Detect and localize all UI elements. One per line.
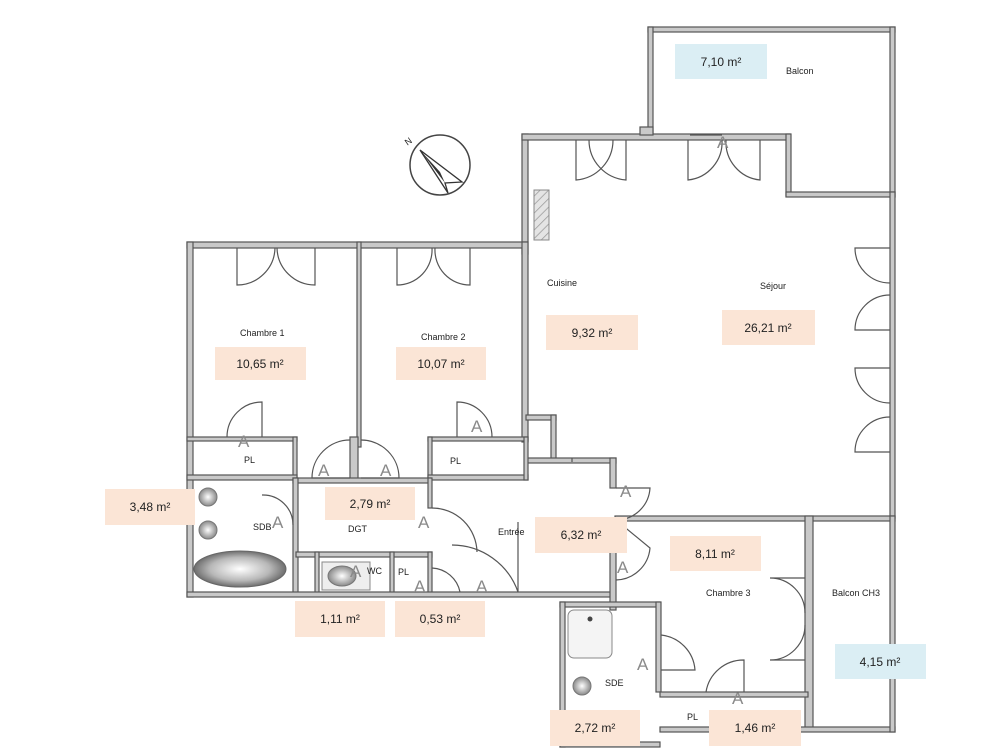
room-label-dgt: DGT [348,524,368,534]
room-labels: Balcon Cuisine Séjour Chambre 1 Chambre … [240,66,880,722]
svg-text:3,48 m²: 3,48 m² [130,500,171,514]
room-label-pl4: PL [687,712,698,722]
room-label-balcon-ch3: Balcon CH3 [832,588,880,598]
svg-text:A: A [732,689,744,708]
svg-text:A: A [272,513,284,532]
area-badge-sde: 2,72 m² [550,710,640,746]
room-label-pl3: PL [398,567,409,577]
svg-text:10,07 m²: 10,07 m² [417,357,464,371]
room-label-cuisine: Cuisine [547,278,577,288]
svg-text:A: A [717,133,729,152]
area-badge-sdb: 3,48 m² [105,489,195,525]
svg-text:8,11 m²: 8,11 m² [695,547,735,561]
kitchen-unit [533,189,550,241]
area-badge-chambre2: 10,07 m² [396,347,486,380]
svg-text:9,32 m²: 9,32 m² [572,326,613,340]
svg-text:A: A [414,577,426,596]
room-label-wc: WC [367,566,382,576]
room-label-chambre3: Chambre 3 [706,588,751,598]
area-badge-cuisine: 9,32 m² [546,315,638,350]
a-markers: A A A A A A A A A A A A A A [238,133,744,708]
area-badge-pl: 0,53 m² [395,601,485,637]
basin-icon [572,676,592,696]
compass-label: N [403,135,414,147]
walls [186,26,896,748]
svg-text:10,65 m²: 10,65 m² [236,357,283,371]
svg-text:26,21 m²: 26,21 m² [744,321,791,335]
area-badge-dgt: 2,79 m² [325,487,415,520]
room-label-pl2: PL [450,456,461,466]
room-label-sdb: SDB [253,522,272,532]
svg-text:0,53 m²: 0,53 m² [420,612,461,626]
room-label-sejour: Séjour [760,281,786,291]
area-badge-balcon-ch3: 4,15 m² [835,644,926,679]
svg-text:A: A [318,461,330,480]
svg-text:A: A [620,482,632,501]
svg-text:6,32 m²: 6,32 m² [561,528,602,542]
svg-text:A: A [418,513,430,532]
fixtures [193,487,613,696]
area-badges: 7,10 m² 9,32 m² 26,21 m² 10,65 m² 10,07 … [105,44,926,746]
doors [226,134,891,693]
area-badge-balcon: 7,10 m² [675,44,767,79]
svg-text:A: A [476,577,488,596]
room-label-balcon: Balcon [786,66,814,76]
room-label-entree: Entrée [498,527,525,537]
svg-text:A: A [380,461,392,480]
svg-text:A: A [238,432,250,451]
svg-text:2,79 m²: 2,79 m² [350,497,391,511]
room-label-chambre1: Chambre 1 [240,328,285,338]
svg-text:A: A [350,562,362,581]
svg-text:7,10 m²: 7,10 m² [701,55,742,69]
room-label-chambre2: Chambre 2 [421,332,466,342]
svg-text:1,46 m²: 1,46 m² [735,721,776,735]
room-label-pl1: PL [244,455,255,465]
room-label-sde: SDE [605,678,624,688]
svg-text:4,15 m²: 4,15 m² [860,655,901,669]
svg-text:A: A [471,417,483,436]
bathtub-icon [193,550,287,588]
svg-text:1,11 m²: 1,11 m² [320,612,360,626]
area-badge-sejour: 26,21 m² [722,310,815,345]
svg-text:2,72 m²: 2,72 m² [575,721,616,735]
area-badge-wc: 1,11 m² [295,601,385,637]
north-arrow-icon [409,134,471,196]
svg-text:A: A [617,558,629,577]
area-badge-chambre3: 8,11 m² [670,536,761,571]
area-badge-entree: 6,32 m² [535,517,627,553]
basin-icon [198,520,218,540]
basin-icon [198,487,218,507]
area-badge-pl-ch3: 1,46 m² [709,710,801,746]
svg-text:A: A [637,655,649,674]
area-badge-chambre1: 10,65 m² [215,347,306,380]
shower-icon [567,609,613,659]
